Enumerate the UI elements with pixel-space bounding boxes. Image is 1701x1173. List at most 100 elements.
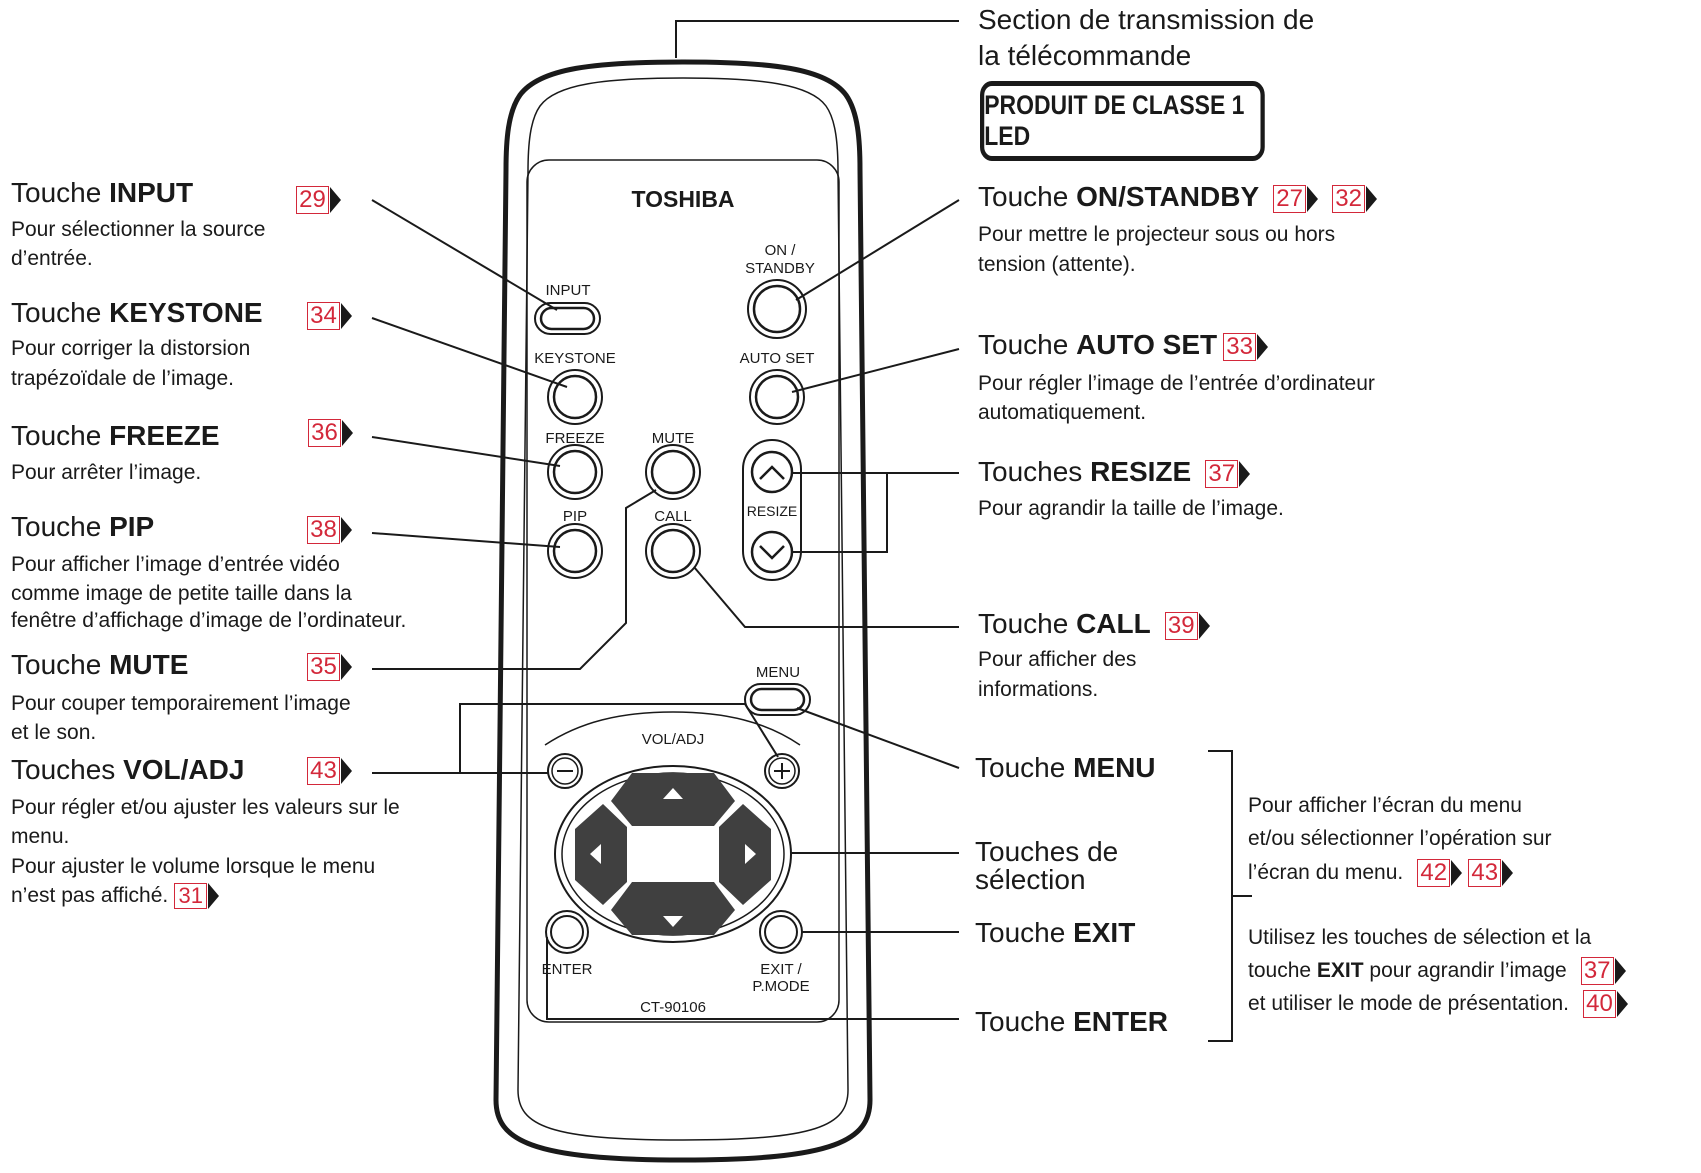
- menu-button[interactable]: MENU: [744, 664, 811, 716]
- chevron-up-icon: [759, 465, 785, 480]
- call-ref[interactable]: 39: [1164, 611, 1210, 640]
- autoset-desc-2: automatiquement.: [978, 401, 1147, 424]
- vol-plus-button[interactable]: [764, 753, 800, 789]
- chevron-right-icon: [1198, 612, 1210, 639]
- select-up-button[interactable]: [611, 773, 735, 826]
- triangle-up-icon: [663, 788, 683, 799]
- pip-button[interactable]: PIP: [547, 508, 603, 579]
- call-button[interactable]: CALL: [645, 508, 701, 579]
- voladj-desc-3: Pour ajuster le volume lorsque le menu: [11, 855, 376, 878]
- exit-note-ref-2[interactable]: 40: [1583, 990, 1629, 1019]
- call-desc-2: informations.: [978, 678, 1099, 701]
- menu-title: Touche MENU: [975, 752, 1156, 783]
- voladj-desc-2: menu.: [11, 825, 70, 848]
- voladj-ref-2[interactable]: 31: [174, 883, 220, 910]
- transmission-label-1: Section de transmission de: [978, 4, 1315, 35]
- selection-pad: [554, 765, 792, 943]
- exit-note-3: et utiliser le mode de présentation.40: [1248, 989, 1629, 1019]
- selection-title-1: Touches de: [975, 836, 1119, 867]
- chevron-right-icon: [341, 303, 352, 329]
- vol-minus-button[interactable]: [547, 753, 583, 789]
- on-standby-label-2: STANDBY: [745, 260, 815, 277]
- menu-note-ref-2[interactable]: 43: [1468, 859, 1514, 888]
- mute-button[interactable]: MUTE: [645, 430, 701, 500]
- exit-label-1: EXIT /: [760, 961, 802, 978]
- resize-desc-1: Pour agrandir la taille de l’image.: [978, 497, 1284, 520]
- input-desc-2: d’entrée.: [11, 247, 93, 270]
- input-button[interactable]: INPUT: [534, 282, 601, 335]
- chevron-right-icon: [1366, 185, 1378, 212]
- resize-down-button[interactable]: [750, 530, 794, 574]
- onstandby-ref-2[interactable]: 32: [1332, 184, 1378, 213]
- chevron-right-icon: [1307, 185, 1319, 212]
- autoset-desc-1: Pour régler l’image de l’entrée d’ordina…: [978, 372, 1375, 395]
- keystone-button[interactable]: KEYSTONE: [534, 350, 616, 425]
- select-right-button[interactable]: [719, 804, 771, 905]
- auto-set-button[interactable]: AUTO SET: [740, 350, 815, 425]
- triangle-down-icon: [663, 916, 683, 927]
- leader-lines: [371, 20, 1252, 1042]
- chevron-right-icon: [1239, 460, 1251, 487]
- input-ref[interactable]: 29: [296, 186, 341, 214]
- resize-label: RESIZE: [747, 503, 798, 519]
- auto-set-label: AUTO SET: [740, 350, 815, 367]
- freeze-button-label: FREEZE: [545, 430, 604, 447]
- select-left-button[interactable]: [575, 804, 627, 905]
- resize-ref[interactable]: 37: [1205, 459, 1251, 488]
- on-standby-button[interactable]: ON / STANDBY: [745, 242, 815, 339]
- resize-up-button[interactable]: [750, 450, 794, 494]
- class-1-led-box: PRODUIT DE CLASSE 1 LED: [980, 81, 1265, 161]
- menu-note-ref-1[interactable]: 42: [1417, 859, 1463, 888]
- input-button-label: INPUT: [546, 282, 591, 299]
- chevron-right-icon: [341, 758, 352, 784]
- onstandby-ref-1[interactable]: 27: [1273, 184, 1319, 213]
- call-button-label: CALL: [654, 508, 692, 525]
- chevron-right-icon: [1614, 958, 1626, 985]
- menu-note-1: Pour afficher l’écran du menu: [1248, 794, 1522, 817]
- keystone-ref[interactable]: 34: [307, 302, 352, 330]
- freeze-ref[interactable]: 36: [308, 419, 353, 447]
- voladj-title: Touches VOL/ADJ: [11, 754, 245, 785]
- mute-button-label: MUTE: [652, 430, 695, 447]
- pip-desc-3: fenêtre d’affichage d’image de l’ordinat…: [11, 609, 407, 632]
- on-standby-label-1: ON /: [765, 242, 797, 259]
- pip-ref[interactable]: 38: [307, 516, 352, 544]
- menu-button-label: MENU: [756, 664, 800, 681]
- pip-button-label: PIP: [563, 508, 587, 525]
- pip-title: Touche PIP: [11, 511, 155, 542]
- chevron-right-icon: [1451, 860, 1463, 887]
- exit-note-ref-1[interactable]: 37: [1580, 957, 1626, 986]
- keystone-desc-1: Pour corriger la distorsion: [11, 337, 251, 360]
- voladj-ref[interactable]: 43: [307, 757, 352, 785]
- pip-desc-1: Pour afficher l’image d’entrée vidéo: [11, 553, 340, 576]
- menu-note-2: et/ou sélectionner l’opération sur: [1248, 827, 1552, 850]
- mute-desc-1: Pour couper temporairement l’image: [11, 692, 351, 715]
- selection-title-2: sélection: [975, 864, 1086, 895]
- exit-note-1: Utilisez les touches de sélection et la: [1248, 926, 1592, 949]
- select-down-button[interactable]: [611, 882, 735, 935]
- vol-adj-label: VOL/ADJ: [642, 731, 705, 748]
- pip-desc-2: comme image de petite taille dans la: [11, 582, 352, 605]
- chevron-right-icon: [208, 883, 220, 910]
- exit-title: Touche EXIT: [975, 917, 1136, 948]
- mute-title: Touche MUTE: [11, 649, 189, 680]
- model-number: CT-90106: [640, 999, 706, 1016]
- keystone-title: Touche KEYSTONE: [11, 297, 263, 328]
- keystone-desc-2: trapézoïdale de l’image.: [11, 367, 234, 390]
- chevron-right-icon: [341, 517, 352, 543]
- input-desc-1: Pour sélectionner la source: [11, 218, 266, 241]
- chevron-right-icon: [1257, 333, 1269, 360]
- mute-ref[interactable]: 35: [307, 653, 352, 681]
- freeze-desc-1: Pour arrêter l’image.: [11, 461, 202, 484]
- autoset-ref[interactable]: 33: [1223, 332, 1269, 361]
- enter-button-label: ENTER: [542, 961, 593, 978]
- enter-button[interactable]: ENTER: [542, 910, 593, 978]
- freeze-button[interactable]: FREEZE: [545, 430, 605, 500]
